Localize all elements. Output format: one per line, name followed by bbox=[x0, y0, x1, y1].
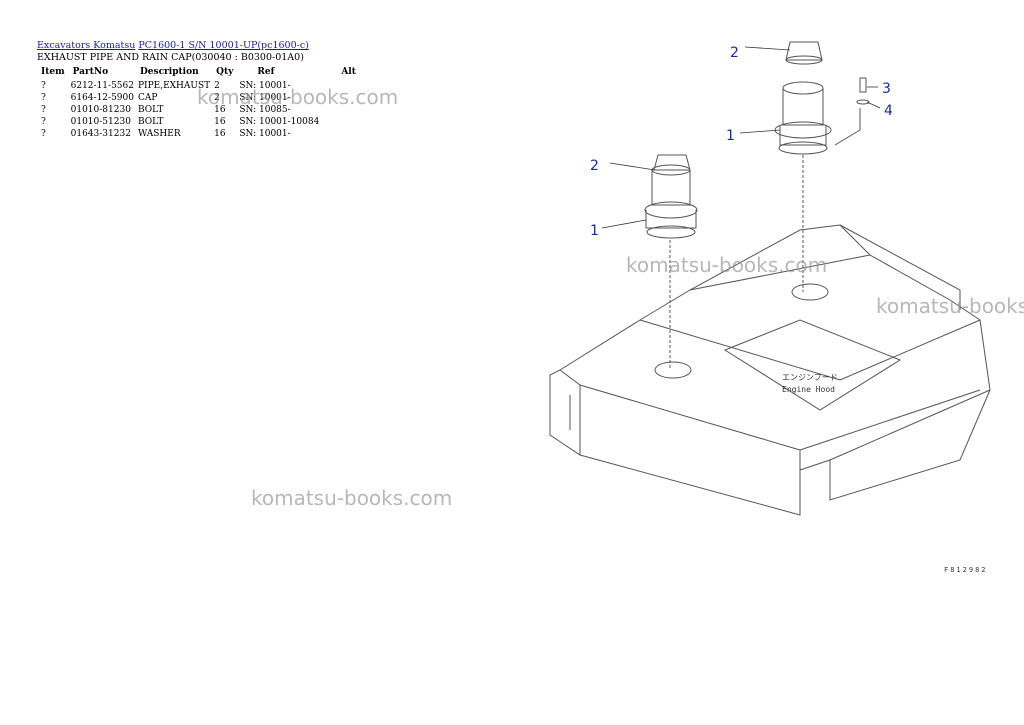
cell-qty: 2 bbox=[214, 81, 220, 91]
cell-qty: 16 bbox=[214, 117, 226, 127]
cell-partno: 01643-31232 bbox=[70, 129, 131, 139]
callout-1-rear-pipe: 1 bbox=[726, 128, 735, 144]
cell-alt bbox=[321, 80, 360, 92]
breadcrumb-link-model[interactable]: PC1600-1 S/N 10001-UP(pc1600-c) bbox=[138, 40, 309, 51]
page-title: EXHAUST PIPE AND RAIN CAP(030040 : B0300… bbox=[37, 52, 304, 63]
cell-item: ? bbox=[41, 129, 46, 139]
table-header-row: Item PartNo Description Qty Ref Alt bbox=[37, 66, 360, 80]
breadcrumb: Excavators Komatsu PC1600-1 S/N 10001-UP… bbox=[37, 40, 309, 51]
callout-4-washer: 4 bbox=[884, 103, 893, 119]
cell-alt bbox=[321, 104, 360, 116]
cell-qty: 2 bbox=[214, 93, 220, 103]
cell-partno: 01010-51230 bbox=[70, 117, 131, 127]
engine-hood-outline bbox=[549, 224, 991, 516]
cell-description: PIPE,EXHAUST bbox=[137, 81, 211, 91]
header-alt: Alt bbox=[341, 67, 356, 77]
cell-ref: SN: 10001- bbox=[239, 129, 291, 139]
header-description: Description bbox=[139, 67, 199, 77]
outlet-hole-rear bbox=[791, 283, 829, 301]
table-row: ? 01643-31232 WASHER 16 SN: 10001- bbox=[37, 128, 360, 140]
cell-ref: SN: 10085- bbox=[239, 105, 291, 115]
hood-label-en: Engine Hood bbox=[782, 385, 835, 394]
header-item: Item bbox=[41, 67, 65, 77]
watermark-bottom: komatsu-books.com bbox=[251, 486, 453, 510]
cell-ref: SN: 10001-10084 bbox=[239, 117, 320, 127]
header-ref: Ref bbox=[257, 67, 275, 77]
cell-item: ? bbox=[41, 93, 46, 103]
header-partno: PartNo bbox=[72, 67, 109, 77]
cell-alt bbox=[321, 116, 360, 128]
cell-ref: SN: 10001- bbox=[239, 93, 291, 103]
outlet-hole-front bbox=[654, 361, 692, 379]
callout-2-rear-cap: 2 bbox=[730, 45, 739, 61]
table-row: ? 6164-12-5900 CAP 2 SN: 10001- bbox=[37, 92, 360, 104]
callout-2-front-cap: 2 bbox=[590, 158, 599, 174]
hood-label-jp: エンジンフード bbox=[782, 373, 838, 382]
cell-partno: 6164-12-5900 bbox=[70, 93, 134, 103]
cell-alt bbox=[321, 92, 360, 104]
header-qty: Qty bbox=[216, 67, 234, 77]
cell-description: WASHER bbox=[137, 129, 181, 139]
cell-ref: SN: 10001- bbox=[239, 81, 291, 91]
cell-item: ? bbox=[41, 81, 46, 91]
callout-1-front-pipe: 1 bbox=[590, 223, 599, 239]
cell-item: ? bbox=[41, 117, 46, 127]
cell-qty: 16 bbox=[214, 129, 226, 139]
cell-alt bbox=[321, 128, 360, 140]
figure-code: F812982 bbox=[944, 566, 988, 574]
parts-table: Item PartNo Description Qty Ref Alt ? 62… bbox=[37, 66, 360, 140]
parts-diagram: 2 3 4 1 2 1 エンジンフード Engine Hood bbox=[549, 41, 991, 516]
table-row: ? 01010-81230 BOLT 16 SN: 10085- bbox=[37, 104, 360, 116]
callout-3-bolt: 3 bbox=[882, 81, 891, 97]
cell-item: ? bbox=[41, 105, 46, 115]
table-row: ? 6212-11-5562 PIPE,EXHAUST 2 SN: 10001- bbox=[37, 80, 360, 92]
cell-qty: 16 bbox=[214, 105, 226, 115]
cell-description: CAP bbox=[137, 93, 158, 103]
cell-partno: 6212-11-5562 bbox=[70, 81, 134, 91]
cell-description: BOLT bbox=[137, 117, 164, 127]
cell-description: BOLT bbox=[137, 105, 164, 115]
table-row: ? 01010-51230 BOLT 16 SN: 10001-10084 bbox=[37, 116, 360, 128]
cell-partno: 01010-81230 bbox=[70, 105, 131, 115]
breadcrumb-link-excavators[interactable]: Excavators Komatsu bbox=[37, 40, 136, 51]
